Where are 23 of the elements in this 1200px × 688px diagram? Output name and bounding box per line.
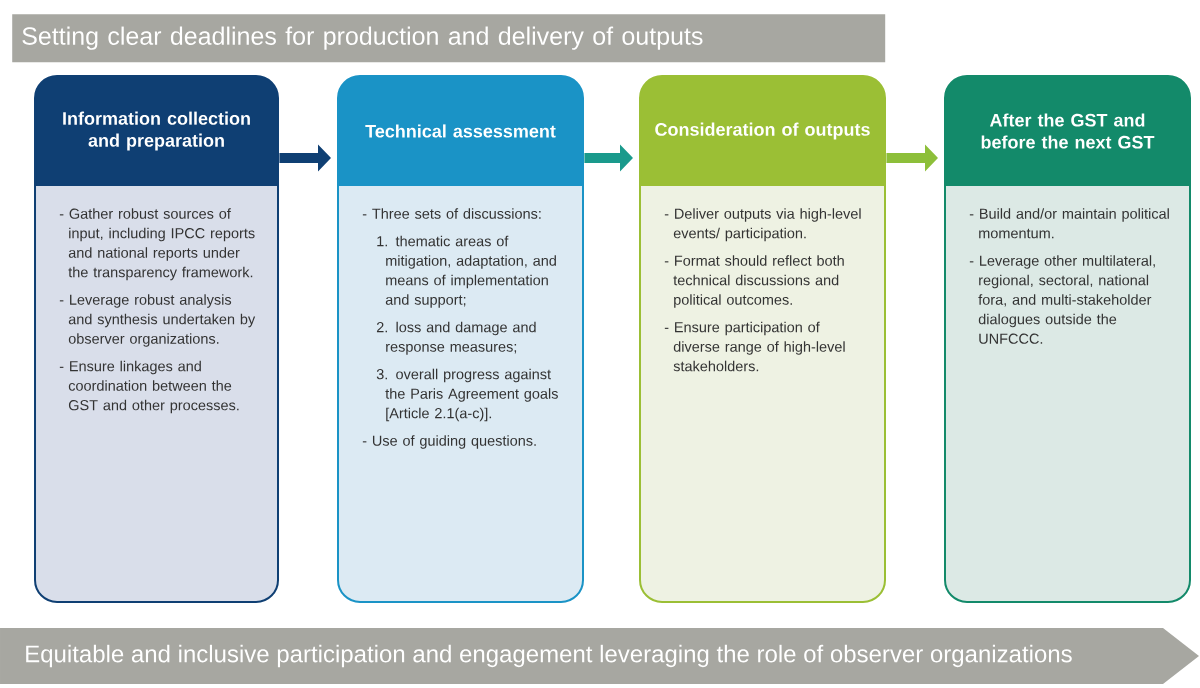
bullet-text: - Ensure linkages and coordination between the GST and other processes. bbox=[59, 360, 239, 414]
stage-box bbox=[944, 75, 1191, 603]
stage-heading: Information collection and preparation bbox=[63, 111, 250, 151]
stage-box bbox=[337, 75, 584, 603]
stage-heading: Consideration of outputs bbox=[655, 122, 870, 140]
stage-heading: After the GST and before the next GST bbox=[981, 113, 1155, 149]
stage-box bbox=[34, 75, 279, 603]
bullet-text: 3. overall progress against the Paris Agreement goals [Article 2.1(a-c)]. bbox=[376, 368, 558, 422]
bullet-text: - Deliver outputs via high-level events/ participation. bbox=[664, 208, 861, 242]
arrow-band: Equitable and inclusive participation and engagement leveraging the role of observer organizations bbox=[0, 628, 1199, 684]
stage-heading: Technical assessment bbox=[365, 124, 556, 138]
stage-box bbox=[639, 75, 886, 603]
bullet-text: 2. loss and damage and response measures; bbox=[376, 321, 536, 355]
bullet-text: - Leverage robust analysis and synthesis undertaken by observer organizations. bbox=[59, 294, 256, 347]
bullet-text: - Gather robust sources of input, including IPCC reports and national reports under the transparency framework. bbox=[59, 208, 255, 281]
bullet-text: - Leverage other multilateral, regional, sectoral, national fora, and multi-stakeholder dialogues outside the UNFCCC. bbox=[969, 255, 1155, 344]
bullet-text: 1. thematic areas of mitigation, adaptation, and means of implementation and support; bbox=[377, 235, 556, 308]
bullet-text: - Format should reflect both technical discussions and political outcomes. bbox=[664, 255, 844, 308]
bullet-text: - Ensure participation of diverse range of high-level stakeholders. bbox=[664, 321, 845, 372]
bullet-text: - Build and/or maintain political momentum. bbox=[969, 208, 1169, 239]
bullet-text: - Three sets of discussions: bbox=[362, 208, 541, 219]
bullet-text: - Use of guiding questions. bbox=[362, 435, 536, 449]
title-band: Setting clear deadlines for production and delivery of outputs bbox=[12, 14, 886, 63]
